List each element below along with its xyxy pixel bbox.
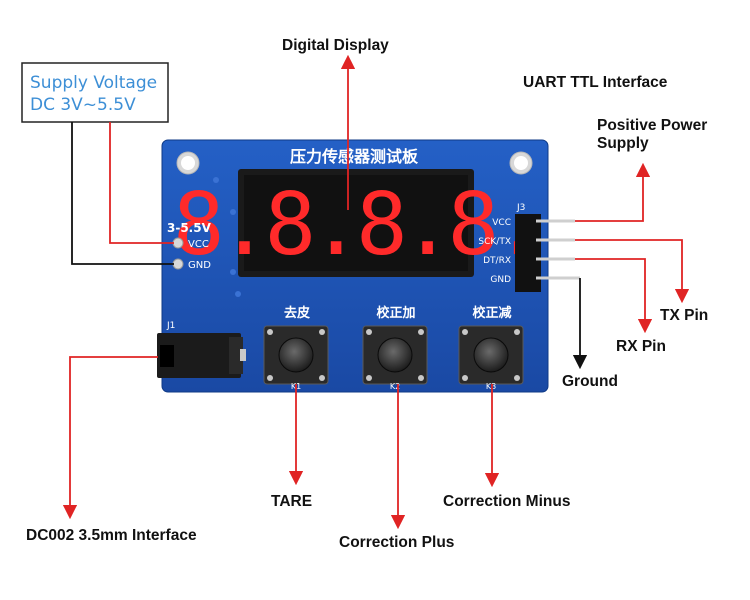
label-correction-plus: Correction Plus	[339, 534, 454, 551]
label-rx-pin: RX Pin	[616, 338, 666, 355]
header-pin-dt-rx: DT/RX	[483, 256, 511, 266]
callout-supply-vcc	[109, 122, 174, 244]
label-digital-display: Digital Display	[282, 37, 389, 54]
callout-dc002	[62, 356, 158, 520]
uart-header	[515, 214, 580, 292]
label-tx-pin: TX Pin	[660, 307, 708, 324]
label-tare: TARE	[271, 493, 312, 510]
callout-supply-gnd	[71, 122, 174, 265]
display-digits: 8.8.8.8.	[173, 175, 539, 275]
button-label-plus: 校正加	[376, 305, 415, 321]
j3-label: J3	[516, 203, 525, 213]
label-positive-power-1: Positive Power	[597, 117, 707, 134]
button-label-minus: 校正减	[472, 305, 511, 321]
button-k2[interactable]	[362, 325, 428, 385]
dc-barrel-jack	[157, 333, 246, 378]
seven-segment-display: 8.8.8.8.	[173, 169, 545, 277]
board-title: 压力传感器测试板	[290, 147, 419, 166]
pcb-board: 压力传感器测试板 8.8.8.8. 3-5.5V VCC GND J1 J3	[157, 139, 580, 393]
power-range-label: 3-5.5V	[167, 221, 212, 235]
button-k1[interactable]	[263, 325, 329, 385]
pad-vcc-label: VCC	[188, 239, 209, 250]
header-pin-sck-tx: SCK/TX	[478, 237, 511, 247]
label-uart: UART TTL Interface	[523, 74, 668, 91]
supply-voltage-line2: DC 3V~5.5V	[30, 95, 136, 115]
button-id-k3: K3	[486, 382, 496, 391]
button-label-tare: 去皮	[284, 305, 310, 321]
button-id-k2: K2	[390, 382, 400, 391]
button-k3[interactable]	[458, 325, 524, 385]
header-pin-gnd: GND	[490, 275, 511, 285]
pad-gnd-label: GND	[188, 260, 211, 271]
supply-voltage-box: Supply Voltage DC 3V~5.5V	[21, 62, 169, 123]
supply-voltage-line1: Supply Voltage	[30, 73, 157, 93]
label-dc002: DC002 3.5mm Interface	[26, 527, 197, 544]
header-pin-vcc: VCC	[492, 218, 511, 228]
callout-tx-pin	[575, 239, 690, 304]
callout-positive-power	[575, 162, 651, 222]
j1-label: J1	[166, 321, 175, 331]
label-ground: Ground	[562, 373, 618, 390]
callout-rx-pin	[575, 258, 653, 334]
label-positive-power-2: Supply	[597, 135, 649, 152]
label-correction-minus: Correction Minus	[443, 493, 570, 510]
